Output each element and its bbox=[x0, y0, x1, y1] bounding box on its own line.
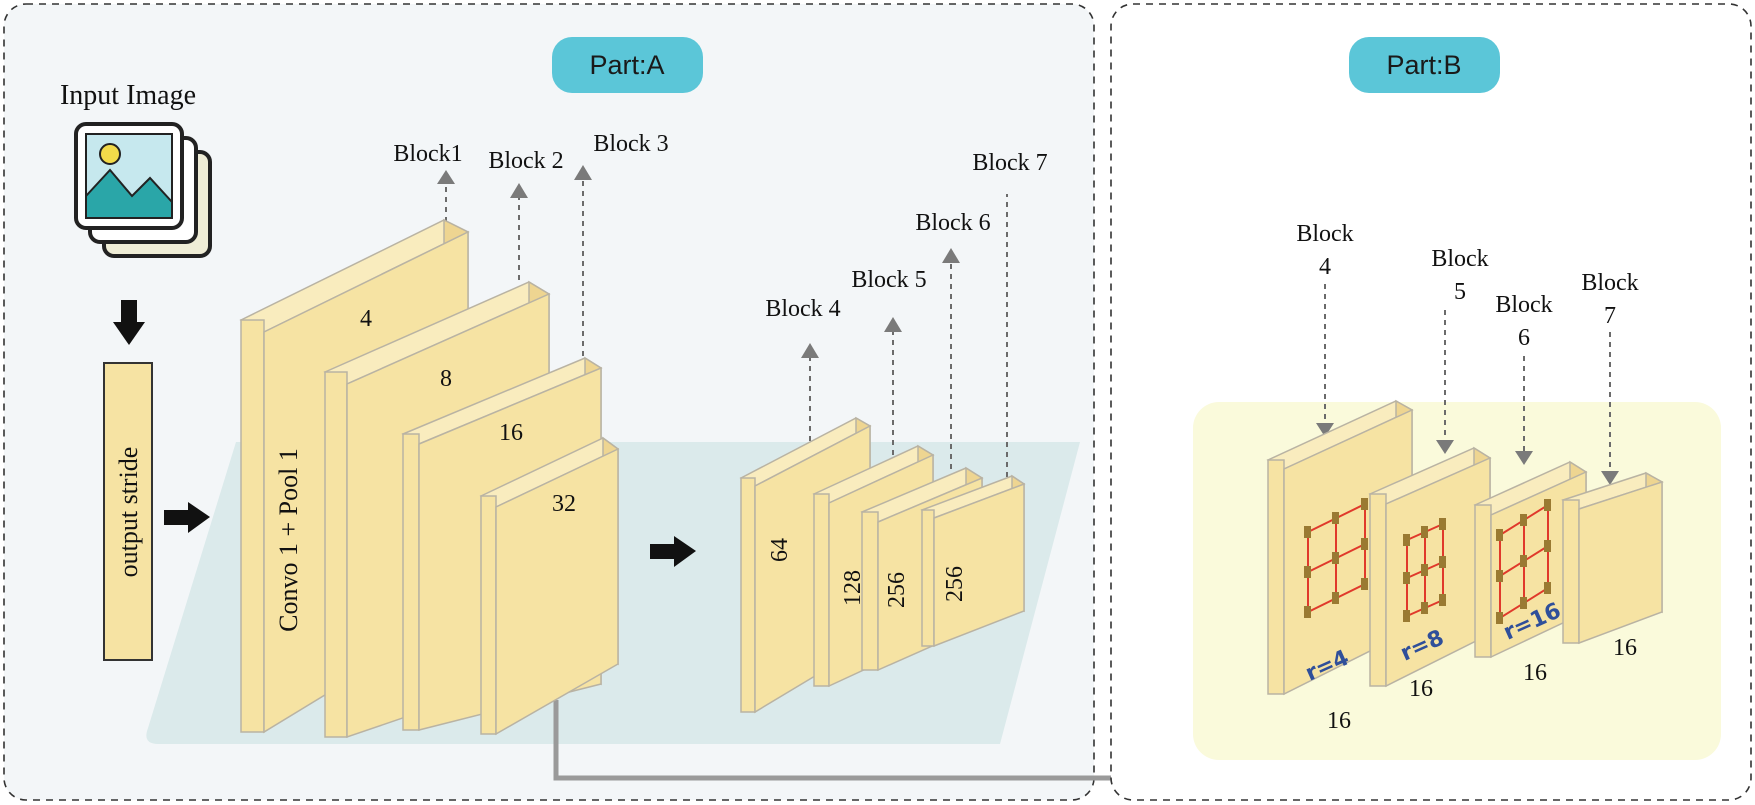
part-a-panel: Part:A Input Image output stride bbox=[3, 3, 1278, 801]
b-block-4-word: Block bbox=[1296, 221, 1353, 247]
block-7-label: Block 7 bbox=[972, 150, 1047, 176]
channel-label-256-a: 256 bbox=[884, 572, 910, 608]
output-stride-box: output stride bbox=[103, 362, 153, 661]
block-arrows bbox=[437, 165, 1008, 477]
down-arrow-icon bbox=[113, 300, 145, 345]
b-block-5-word: Block bbox=[1431, 246, 1488, 272]
stride-label-4: 4 bbox=[360, 306, 372, 332]
channel-label-64: 64 bbox=[767, 538, 793, 562]
dilated-grid-r16 bbox=[1496, 499, 1551, 624]
b-block-7-word: Block bbox=[1581, 270, 1638, 296]
right-arrow-icon bbox=[164, 502, 210, 533]
stride-label-16: 16 bbox=[499, 420, 523, 446]
block-3-label: Block 3 bbox=[593, 131, 668, 157]
part-a-title: Part:A bbox=[589, 50, 664, 80]
block-6-label: Block 6 bbox=[915, 210, 990, 236]
output-stride-label: output stride bbox=[114, 447, 143, 578]
block-4-label: Block 4 bbox=[765, 296, 840, 322]
stride-label-32: 32 bbox=[552, 491, 576, 517]
dilated-grid-r8 bbox=[1403, 518, 1446, 622]
part-a-title-pill: Part:A bbox=[552, 37, 703, 93]
block-1-label: Block1 bbox=[393, 141, 462, 167]
b-stride-3: 16 bbox=[1523, 660, 1547, 686]
image-stack-icon bbox=[74, 122, 212, 258]
conv-pool-label: Convo 1 + Pool 1 bbox=[274, 448, 303, 632]
stride-label-8: 8 bbox=[440, 366, 452, 392]
dilated-grid-r4 bbox=[1304, 498, 1368, 618]
b-block-6-word: Block bbox=[1495, 292, 1552, 318]
part-b-title-pill: Part:B bbox=[1349, 37, 1500, 93]
stage2-block-256b: 256 bbox=[920, 474, 1026, 648]
b-block-6-num: 6 bbox=[1518, 325, 1530, 351]
stage1-block-4: 32 bbox=[479, 436, 620, 736]
b-stride-2: 16 bbox=[1409, 676, 1433, 702]
part-b-title: Part:B bbox=[1386, 50, 1461, 80]
b-stride-4: 16 bbox=[1613, 635, 1637, 661]
conv-block-plain: 16 bbox=[1561, 471, 1664, 661]
right-arrow-icon bbox=[650, 536, 696, 567]
b-block-7-num: 7 bbox=[1604, 303, 1616, 329]
part-b-panel: Part:B Block 4 Block 5 Block 6 Block 7 bbox=[1110, 3, 1752, 801]
b-block-5-num: 5 bbox=[1454, 279, 1466, 305]
block-5-label: Block 5 bbox=[851, 267, 926, 293]
b-block-4-num: 4 bbox=[1319, 254, 1331, 280]
block-2-label: Block 2 bbox=[488, 148, 563, 174]
b-block-arrows bbox=[1316, 284, 1619, 485]
b-stride-1: 16 bbox=[1327, 708, 1351, 734]
input-image-label: Input Image bbox=[60, 80, 196, 111]
channel-label-256-b: 256 bbox=[942, 566, 968, 602]
